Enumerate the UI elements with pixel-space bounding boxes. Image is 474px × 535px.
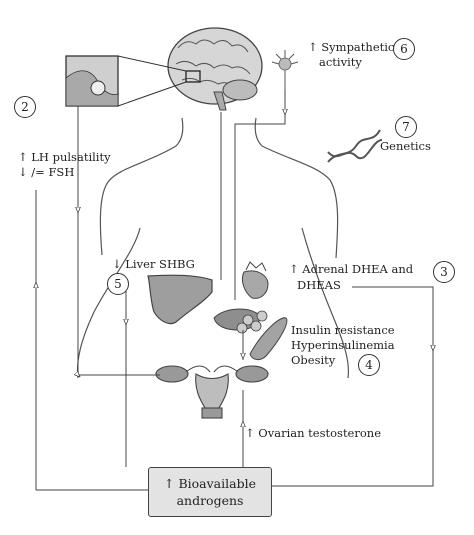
- label-insulin-resistance: Insulin resistance: [291, 323, 395, 337]
- label-sympathetic: ↑ Sympathetic: [308, 40, 395, 54]
- pancreas-illustration: [213, 308, 268, 334]
- box-line-1: ↑ Bioavailable: [164, 476, 256, 491]
- label-adrenal: ↑ Adrenal DHEA and: [289, 262, 414, 276]
- liver-illustration: [147, 274, 213, 325]
- muscle-illustration: [249, 317, 288, 361]
- adrenal-illustration: [241, 261, 269, 299]
- step-5-badge: 5: [107, 273, 129, 295]
- label-lh-pulsatility: ↑ LH pulsatility: [18, 150, 111, 164]
- label-adrenal-line2: DHEAS: [297, 278, 341, 292]
- step-6-badge: 6: [393, 38, 415, 60]
- label-obesity: Obesity: [291, 353, 336, 367]
- label-liver-shbg: ↓ Liver SHBG: [112, 257, 195, 271]
- label-ovarian-testosterone: ↑ Ovarian testosterone: [245, 426, 382, 440]
- dna-illustration: [327, 129, 383, 163]
- step-2-badge: 2: [14, 96, 36, 118]
- connectors: [36, 90, 433, 491]
- brain-illustration: [167, 27, 263, 111]
- label-genetics: Genetics: [380, 139, 431, 153]
- label-sympathetic-line2: activity: [319, 55, 362, 69]
- step-3-badge: 3: [433, 261, 455, 283]
- label-fsh: ↓ /= FSH: [18, 165, 75, 179]
- body-outline: [76, 117, 350, 379]
- step-4-badge: 4: [358, 354, 380, 376]
- bioavailable-androgens-box: ↑ Bioavailable androgens: [148, 467, 272, 517]
- box-line-2: androgens: [176, 493, 244, 508]
- label-hyperinsulinemia: Hyperinsulinemia: [291, 338, 395, 352]
- pituitary-inset: [65, 55, 187, 107]
- nerve-illustration: [271, 50, 299, 90]
- step-7-badge: 7: [395, 116, 417, 138]
- uterus-illustration: [155, 365, 269, 419]
